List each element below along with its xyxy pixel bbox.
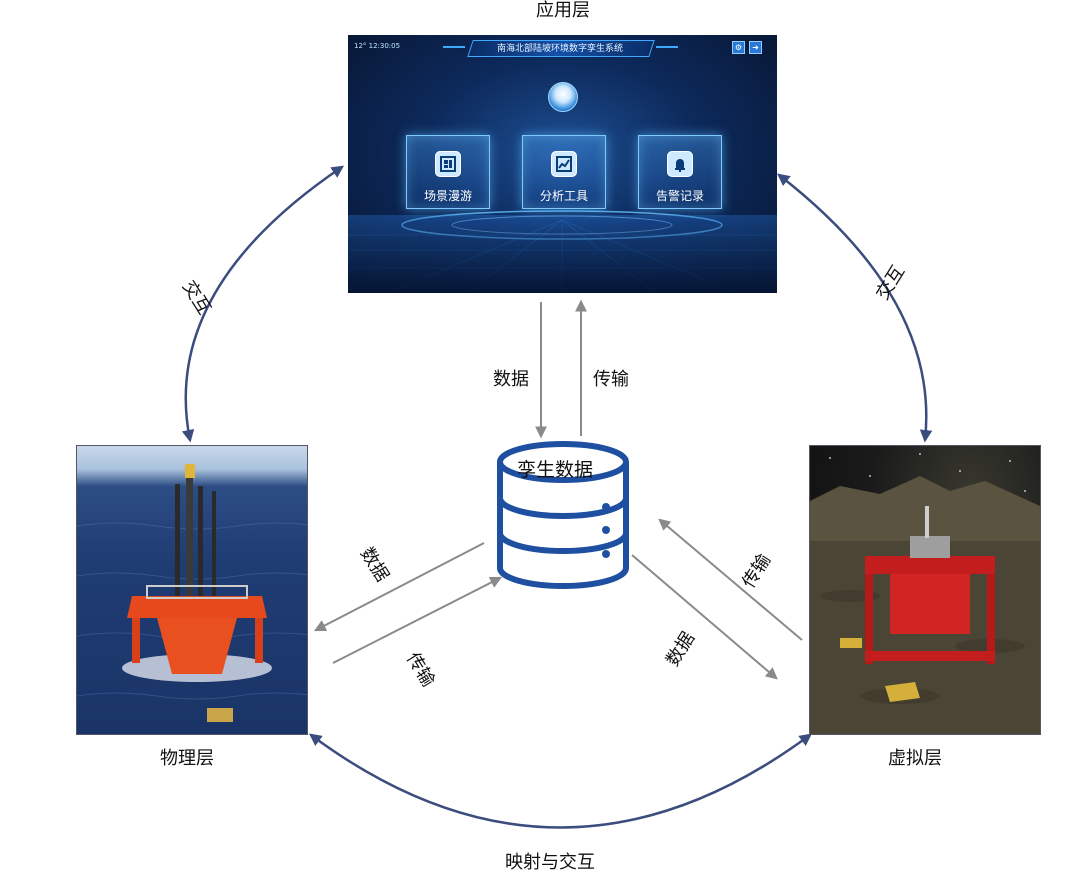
label-physical-layer: 物理层 [160, 750, 214, 768]
header-deco-right [656, 46, 678, 48]
analysis-tools-label: 分析工具 [523, 187, 605, 204]
alarm-records-label: 告警记录 [639, 187, 721, 204]
label-mapping-interaction: 映射与交互 [505, 854, 595, 872]
alarm-records-button[interactable]: 告警记录 [638, 135, 722, 209]
layout-grid-icon [435, 151, 461, 177]
app-floor-glow [348, 215, 777, 293]
exit-icon[interactable]: ➜ [749, 41, 762, 54]
app-title: 南海北部陆坡环境数字孪生系统 [470, 41, 650, 54]
label-virtual-layer: 虚拟层 [888, 750, 942, 768]
label-transmit-top: 传输 [593, 371, 629, 389]
chart-icon [551, 151, 577, 177]
header-deco-left [443, 46, 465, 48]
app-header: 12° 12:30:05 南海北部陆坡环境数字孪生系统 ⚙ ➜ [348, 35, 777, 59]
settings-icon[interactable]: ⚙ [732, 41, 745, 54]
scene-roam-button[interactable]: 场景漫游 [406, 135, 490, 209]
bell-alert-icon [667, 151, 693, 177]
seafloor-model-illustration [810, 446, 1040, 734]
app-screenshot: 12° 12:30:05 南海北部陆坡环境数字孪生系统 ⚙ ➜ 场景漫游 分析工… [348, 35, 777, 293]
arc-right-interaction [779, 175, 926, 440]
arrow-db-to-physical [316, 543, 484, 630]
virtual-layer-render [809, 445, 1041, 735]
arrow-virtual-to-db [660, 520, 802, 640]
physical-layer-photo [76, 445, 308, 735]
label-twin-data: 孪生数据 [517, 461, 593, 480]
label-application-layer: 应用层 [536, 2, 590, 20]
arc-bottom-mapping [311, 735, 810, 828]
label-data-top: 数据 [493, 371, 529, 389]
scene-roam-label: 场景漫游 [407, 187, 489, 204]
ocean-buoy-illustration [77, 446, 307, 734]
app-clock: 12° 12:30:05 [354, 42, 400, 50]
analysis-tools-button[interactable]: 分析工具 [522, 135, 606, 209]
app-logo-icon [548, 82, 578, 112]
